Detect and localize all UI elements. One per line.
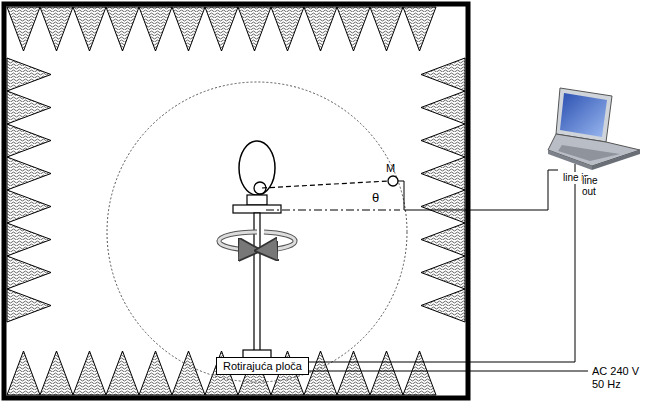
neck <box>247 195 267 205</box>
rotation-arrow <box>264 232 295 250</box>
absorber-wedges <box>7 7 465 395</box>
supply-label: AC 240 V 50 Hz <box>592 365 650 390</box>
mic-label: M <box>386 162 395 175</box>
node-text: Rotirajuća ploča <box>223 360 302 372</box>
laptop <box>548 88 640 170</box>
direction-line <box>262 181 388 188</box>
measurement-circle <box>107 82 407 382</box>
head <box>239 141 275 195</box>
chamber-wall <box>4 4 468 398</box>
reference-axis <box>266 210 400 211</box>
rotation-arrow <box>264 232 295 250</box>
angle-symbol: θ <box>372 191 379 206</box>
microphone <box>388 176 398 186</box>
line-out-cable <box>300 164 575 362</box>
head-mount <box>233 205 281 213</box>
port-label: line out <box>582 176 612 197</box>
power-cable <box>300 371 588 372</box>
rotation-arrow <box>219 232 257 250</box>
rotation-arrow <box>219 232 257 250</box>
turntable-box: Rotirajuća ploča <box>216 357 309 375</box>
mic-cable <box>398 170 558 210</box>
